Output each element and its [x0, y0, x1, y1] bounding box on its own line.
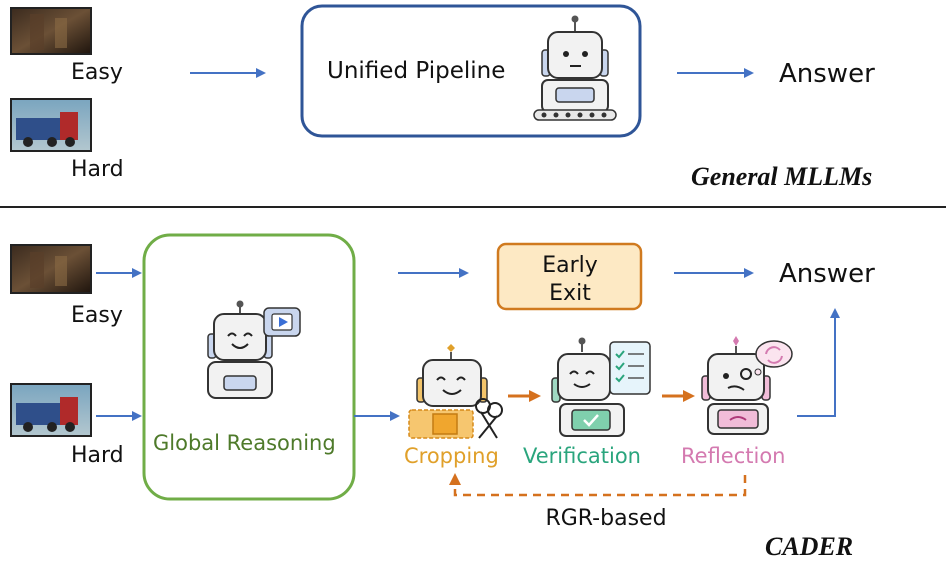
video-thumbnail-easy-top	[10, 7, 92, 55]
hard-label-top: Hard	[71, 157, 124, 182]
video-thumbnail-easy-bottom	[10, 244, 92, 294]
global-reasoning-label: Global Reasoning	[153, 431, 336, 455]
rgr-based-label: RGR-based	[545, 506, 666, 531]
video-thumbnail-hard-bottom	[10, 383, 92, 437]
easy-label-top: Easy	[71, 60, 123, 85]
robot-cropping-icon	[408, 344, 503, 439]
section-title-cader: CADER	[765, 532, 853, 561]
easy-label-bottom: Easy	[71, 303, 123, 328]
step-verification-label: Verification	[523, 444, 641, 468]
hard-label-bottom: Hard	[71, 443, 124, 468]
robot-reflection-icon	[701, 336, 793, 435]
answer-label-top: Answer	[779, 59, 875, 89]
answer-label-bottom: Answer	[779, 259, 875, 289]
section-title-general: General MLLMs	[691, 162, 872, 191]
video-thumbnail-hard-top	[10, 98, 92, 152]
step-reflection-label: Reflection	[681, 444, 786, 468]
rgr-feedback-loop-arrow	[449, 473, 747, 497]
early-exit-box	[496, 242, 643, 311]
step-cropping-label: Cropping	[404, 444, 499, 468]
robot-happy-video-icon	[207, 300, 301, 399]
unified-pipeline-label: Unified Pipeline	[327, 58, 505, 84]
robot-neutral-icon	[533, 15, 617, 121]
arrow-reflection-to-answer	[797, 308, 840, 417]
early-exit-line1: Early	[542, 253, 598, 278]
early-exit-line2: Exit	[549, 281, 591, 306]
robot-verification-icon	[551, 337, 651, 437]
